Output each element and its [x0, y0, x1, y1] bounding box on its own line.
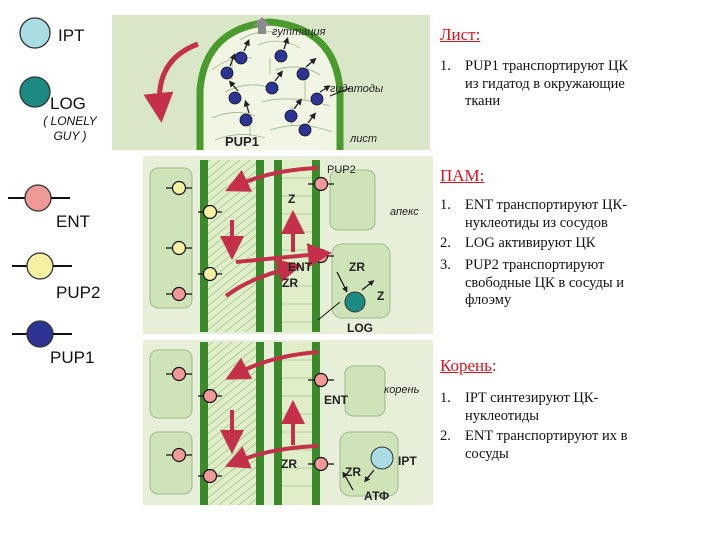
leaf-pup1-label: PUP1 — [225, 134, 259, 149]
ent-legend-label: ENT — [56, 212, 90, 231]
apex-log-label: LOG — [347, 321, 373, 335]
pup1-legend-label: PUP1 — [50, 348, 95, 367]
ipt-legend-label: IPT — [58, 26, 85, 45]
root-ipt-label: IPT — [398, 454, 417, 468]
root-atf-label: АТФ — [364, 489, 389, 503]
apex-z-right: Z — [377, 289, 384, 303]
root-panel: корень ENT ZR ZR IPT АТФ — [143, 340, 433, 505]
leaf-section-list: 1. PUP1 транспортируют ЦК из гидатод в о… — [440, 58, 629, 109]
guttation-label: гуттация — [272, 26, 326, 38]
root-zr-mid: ZR — [345, 465, 361, 479]
log-legend-label: LOG — [50, 94, 86, 113]
apex-pup2-label: PUP2 — [327, 164, 356, 176]
sam-section-title: ПАМ: — [440, 166, 485, 185]
log-legend-circle — [19, 76, 51, 108]
sam-section-list: 1. ENT транспортируют ЦК- нуклеотиды из … — [440, 197, 627, 308]
pup2-legend-label: PUP2 — [56, 283, 101, 302]
leaf-label: лист — [349, 133, 377, 145]
leaf-section-title: Лист: — [440, 25, 481, 44]
root-ent-label: ENT — [324, 393, 349, 407]
root-label: корень — [384, 384, 420, 396]
root-zr-left: ZR — [281, 457, 297, 471]
root-section-list: 1. IPT синтезируют ЦК- нуклеотиды 2. ENT… — [440, 390, 628, 462]
apex-panel: PUP2 Z апекс ENT ZR ZR Z LOG — [143, 156, 433, 335]
leaf-panel: гуттация гидатоды лист PUP1 — [112, 15, 430, 150]
apex-zr-right: ZR — [349, 260, 365, 274]
apex-ent-label: ENT — [288, 260, 313, 274]
hydathodes-label: гидатоды — [330, 83, 383, 95]
legend-graphics — [8, 17, 72, 348]
root-section-title: Корень: — [440, 356, 497, 375]
apex-z-top: Z — [288, 192, 295, 206]
ipt-legend-circle — [19, 17, 51, 49]
apex-label: апекс — [390, 206, 419, 218]
apex-zr-left: ZR — [282, 276, 298, 290]
